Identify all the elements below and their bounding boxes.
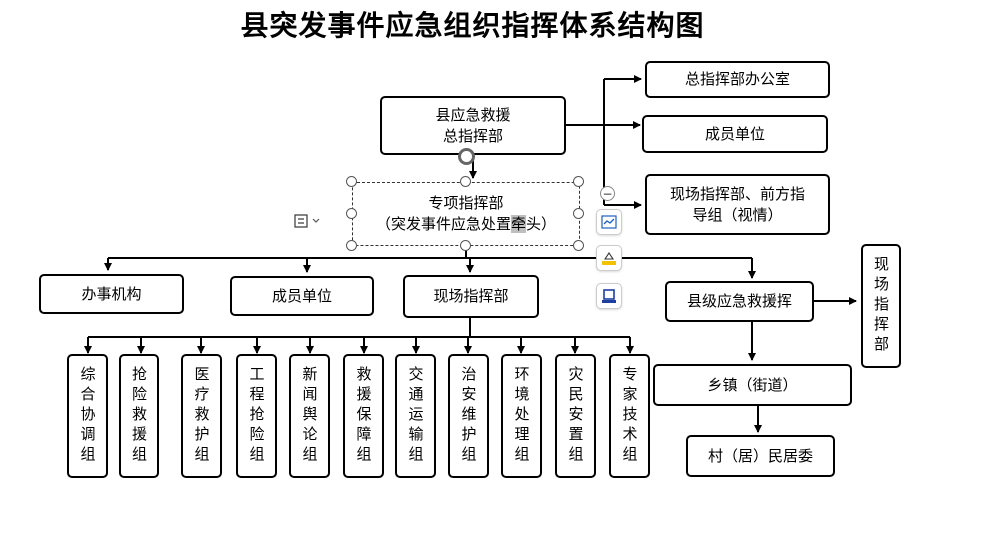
county-rescue-box[interactable]: 县级应急救援挥 bbox=[665, 281, 814, 322]
outline-icon bbox=[602, 289, 616, 303]
field-hq-forward-box[interactable]: 现场指挥部、前方指 导组（视情） bbox=[645, 174, 830, 235]
group-rescue[interactable]: 抢险救援组 bbox=[119, 354, 159, 478]
county-emergency-hq-label: 县应急救援 总指挥部 bbox=[435, 105, 511, 145]
group-label: 环境处理组 bbox=[512, 366, 531, 466]
rotate-handle-icon[interactable] bbox=[458, 148, 475, 165]
group-label: 救援保障组 bbox=[354, 366, 373, 466]
office-box[interactable]: 办事机构 bbox=[39, 274, 184, 314]
member-units-mid-label: 成员单位 bbox=[271, 286, 332, 305]
resize-handle-tl[interactable] bbox=[346, 176, 357, 187]
group-support[interactable]: 救援保障组 bbox=[343, 354, 384, 478]
connector-group-drops bbox=[84, 337, 634, 354]
special-hq-label-2: （突发事件应急处置牵头） bbox=[375, 215, 557, 233]
county-rescue-label: 县级应急救援挥 bbox=[686, 292, 792, 310]
group-label: 治安维护组 bbox=[459, 366, 478, 466]
special-hq-label-1: 专项指挥部 bbox=[428, 194, 504, 212]
resize-handle-br[interactable] bbox=[573, 240, 584, 251]
resize-handle-bl[interactable] bbox=[346, 240, 357, 251]
chevron-down-icon bbox=[312, 218, 320, 223]
group-security[interactable]: 治安维护组 bbox=[448, 354, 489, 478]
group-medical[interactable]: 医疗救护组 bbox=[181, 354, 222, 478]
group-label: 抢险救援组 bbox=[130, 366, 148, 466]
field-hq-mid-label: 现场指挥部 bbox=[433, 287, 509, 305]
fill-color-icon bbox=[602, 252, 616, 265]
chart-style-button[interactable] bbox=[596, 209, 622, 235]
hq-office-label: 总指挥部办公室 bbox=[684, 70, 790, 88]
diagram-title: 县突发事件应急组织指挥体系结构图 bbox=[240, 9, 705, 42]
group-label: 交通运输组 bbox=[406, 366, 425, 466]
group-label: 综合协调组 bbox=[78, 366, 97, 466]
office-label: 办事机构 bbox=[81, 284, 142, 303]
field-hq-right-box[interactable]: 现场指挥部 bbox=[861, 244, 901, 368]
minus-icon: − bbox=[602, 186, 613, 201]
group-environment[interactable]: 环境处理组 bbox=[501, 354, 542, 478]
group-label: 工程抢险组 bbox=[247, 366, 266, 466]
resize-handle-ml[interactable] bbox=[346, 208, 357, 219]
text-selection: 牵 bbox=[510, 215, 526, 233]
group-transport[interactable]: 交通运输组 bbox=[395, 354, 436, 478]
group-news[interactable]: 新闻舆论组 bbox=[289, 354, 330, 478]
special-hq-box[interactable]: 专项指挥部 （突发事件应急处置牵头） bbox=[352, 182, 580, 246]
township-label: 乡镇（街道） bbox=[707, 375, 798, 394]
collapse-button[interactable]: − bbox=[600, 186, 615, 201]
resize-handle-tc[interactable] bbox=[460, 176, 471, 187]
village-box[interactable]: 村（居）民居委 bbox=[686, 435, 835, 477]
group-label: 医疗救护组 bbox=[192, 366, 211, 466]
member-units-top-label: 成员单位 bbox=[704, 124, 765, 143]
group-engineering[interactable]: 工程抢险组 bbox=[236, 354, 277, 478]
group-resettlement[interactable]: 灾民安置组 bbox=[555, 354, 596, 478]
county-emergency-hq-box[interactable]: 县应急救援 总指挥部 bbox=[380, 96, 566, 155]
township-box[interactable]: 乡镇（街道） bbox=[653, 364, 852, 406]
hq-office-box[interactable]: 总指挥部办公室 bbox=[645, 61, 830, 98]
field-hq-right-label: 现场指挥部 bbox=[872, 256, 890, 356]
outline-button[interactable] bbox=[596, 283, 622, 309]
resize-handle-tr[interactable] bbox=[573, 176, 584, 187]
layout-options-icon bbox=[294, 214, 308, 228]
resize-handle-bc[interactable] bbox=[460, 240, 471, 251]
field-hq-mid-box[interactable]: 现场指挥部 bbox=[403, 275, 539, 318]
group-label: 专家技术组 bbox=[620, 366, 639, 466]
field-hq-forward-label: 现场指挥部、前方指 导组（视情） bbox=[669, 184, 805, 224]
member-units-top-box[interactable]: 成员单位 bbox=[642, 115, 828, 153]
fill-color-button[interactable] bbox=[596, 245, 622, 271]
member-units-mid-box[interactable]: 成员单位 bbox=[230, 276, 374, 316]
group-label: 新闻舆论组 bbox=[300, 366, 319, 466]
group-coordination[interactable]: 综合协调组 bbox=[67, 354, 108, 478]
village-label: 村（居）民居委 bbox=[707, 446, 813, 465]
layout-options-button[interactable] bbox=[293, 210, 333, 232]
group-label: 灾民安置组 bbox=[566, 366, 585, 466]
resize-handle-mr[interactable] bbox=[573, 208, 584, 219]
chart-style-icon bbox=[601, 215, 617, 229]
group-experts[interactable]: 专家技术组 bbox=[609, 354, 650, 478]
